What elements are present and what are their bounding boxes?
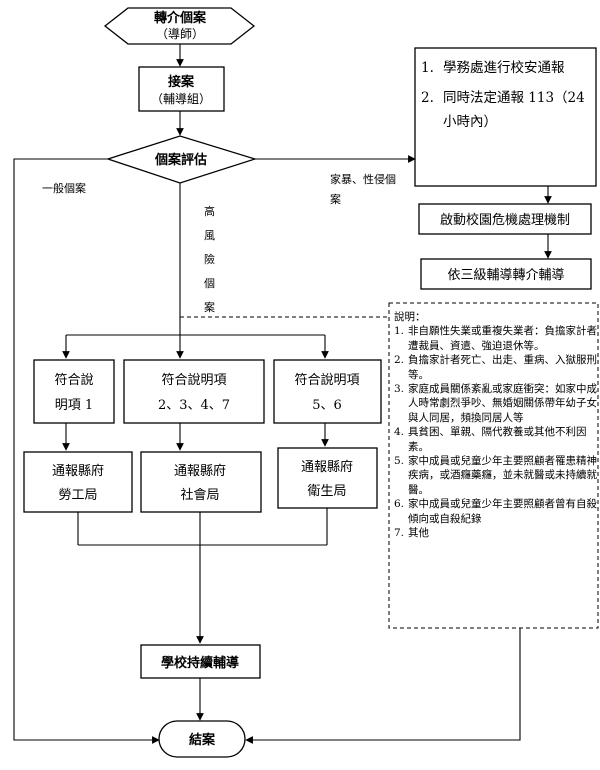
edge-label-high-risk-5: 案 xyxy=(204,300,215,314)
intake-node-title: 接案 xyxy=(168,74,195,90)
note-item: 7.其他 xyxy=(394,526,598,540)
cat1-line2: 明項 1 xyxy=(55,398,93,413)
intake-node-sub: （輔導組） xyxy=(151,92,211,106)
note-num: 3. xyxy=(394,383,405,396)
cat2-line2: 2、3、4、7 xyxy=(158,398,230,413)
note-item: 6.家中成員或兒童少年主要照顧者曾有自殺傾向或自殺紀錄 xyxy=(394,497,598,526)
note-item: 5.家中成員或兒童少年主要照顧者罹患精神疾病，或酒癮藥癮，並未就醫或未持續就醫。 xyxy=(394,454,598,497)
edge-label-general: 一般個案 xyxy=(42,181,86,195)
social-line1: 通報縣府 xyxy=(174,464,226,479)
labor-line2: 勞工局 xyxy=(58,488,97,503)
arrow-general-to-end xyxy=(13,158,160,744)
report-item: 1. 學務處進行校安通報 xyxy=(421,56,593,80)
arrow-notes-to-end xyxy=(245,628,521,744)
note-text: 家庭成員關係紊亂或家庭衝突：如家中成人時常劇烈爭吵、無婚姻關係帶年幼子女與人同居… xyxy=(408,383,597,424)
note-item: 1.非自願性失業或重複失業者：負擔家計者遭裁員、資遣、強迫退休等。 xyxy=(394,324,598,353)
cat2-line1: 符合說明項 xyxy=(161,372,226,388)
report-item: 2. 同時法定通報 113（24 小時內） xyxy=(421,86,593,134)
note-num: 1. xyxy=(394,325,405,338)
notes-title: 說明： xyxy=(394,311,426,323)
edge-label-high-risk-4: 個 xyxy=(204,277,215,290)
note-text: 非自願性失業或重複失業者：負擔家計者遭裁員、資遣、強迫退休等。 xyxy=(408,325,597,352)
labor-line1: 通報縣府 xyxy=(52,464,104,479)
continue-node-shape xyxy=(140,644,261,679)
note-text: 具貧困、單親、隔代教養或其他不利因素。 xyxy=(408,426,587,453)
note-num: 7. xyxy=(394,527,405,540)
crisis-node-label: 啟動校園危機處理機制 xyxy=(440,212,570,228)
note-num: 5. xyxy=(394,455,405,468)
edge-label-domestic: 家暴、性侵個 xyxy=(330,172,396,186)
notes-panel: 說明： 1.非自願性失業或重複失業者：負擔家計者遭裁員、資遣、強迫退休等。 2.… xyxy=(394,310,598,541)
health-node-shape xyxy=(277,447,378,509)
note-text: 家中成員或兒童少年主要照顧者罹患精神疾病，或酒癮藥癮，並未就醫或未持續就醫。 xyxy=(408,455,597,496)
cat3-line2: 5、6 xyxy=(312,398,342,413)
note-item: 4.具貧困、單親、隔代教養或其他不利因素。 xyxy=(394,425,598,454)
note-num: 2. xyxy=(394,354,405,367)
social-line2: 社會局 xyxy=(180,487,219,503)
edge-label-domestic-cont: 案 xyxy=(330,192,341,206)
report-box-text: 1. 學務處進行校安通報 2. 同時法定通報 113（24 小時內） xyxy=(421,56,593,134)
note-item: 3.家庭成員關係紊亂或家庭衝突：如家中成人時常劇烈爭吵、無婚姻關係帶年幼子女與人… xyxy=(394,382,598,425)
cat1-node-shape xyxy=(33,359,115,424)
edge-label-high-risk-2: 風 xyxy=(204,229,215,242)
report-item-text: 同時法定通報 113（24 小時內） xyxy=(443,90,585,130)
cat1-line1: 符合說 xyxy=(54,372,93,388)
tiered-node-shape xyxy=(420,258,592,290)
social-node-shape xyxy=(140,451,262,513)
cat3-line1: 符合說明項 xyxy=(294,372,359,388)
edge-label-high-risk-3: 險 xyxy=(204,252,215,266)
note-num: 4. xyxy=(394,426,405,439)
assess-node-label: 個案評估 xyxy=(154,152,207,168)
note-item: 2.負擔家計者死亡、出走、重病、入獄服刑等。 xyxy=(394,353,598,382)
end-node-label: 結案 xyxy=(189,732,216,748)
intake-node-shape xyxy=(138,66,225,112)
report-item-text: 學務處進行校安通報 xyxy=(443,60,565,76)
start-node-title: 轉介個案 xyxy=(154,10,207,26)
start-node-shape xyxy=(103,7,256,45)
note-text: 其他 xyxy=(408,527,429,540)
report-box-shape xyxy=(414,47,597,187)
note-text: 負擔家計者死亡、出走、重病、入獄服刑等。 xyxy=(408,354,597,381)
health-line1: 通報縣府 xyxy=(301,460,353,475)
cat2-node-shape xyxy=(123,359,265,424)
health-line2: 衛生局 xyxy=(307,484,346,499)
note-num: 6. xyxy=(394,498,405,511)
continue-node-label: 學校持續輔導 xyxy=(161,655,239,671)
cat3-node-shape xyxy=(273,359,382,424)
note-text: 家中成員或兒童少年主要照顧者曾有自殺傾向或自殺紀錄 xyxy=(408,498,597,525)
start-node-sub: （導師） xyxy=(156,27,204,41)
notes-box-shape xyxy=(388,302,599,629)
labor-node-shape xyxy=(23,451,133,513)
end-node-shape xyxy=(158,720,246,758)
report-item-num: 2. xyxy=(421,90,434,106)
edge-label-high-risk-1: 高 xyxy=(204,204,215,218)
crisis-node-shape xyxy=(418,203,592,235)
report-item-num: 1. xyxy=(421,60,434,76)
tiered-node-label: 依三級輔導轉介輔導 xyxy=(447,268,564,283)
